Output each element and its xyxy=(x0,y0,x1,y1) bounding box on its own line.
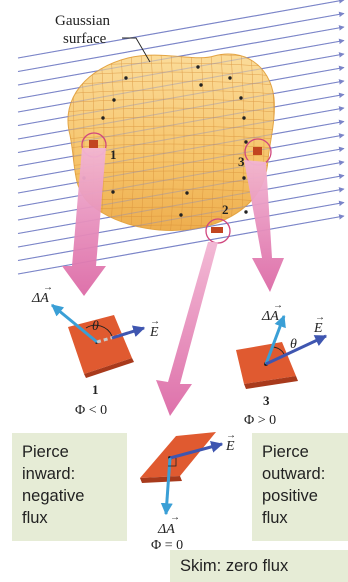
note-outward-line-3: positive xyxy=(262,487,318,505)
panel-flux-1: Φ < 0 xyxy=(75,403,107,418)
area-vector-label-1: ΔA xyxy=(31,291,49,306)
field-vector-label-1: E xyxy=(149,325,159,340)
note-outward: Pierce outward: positive flux xyxy=(252,433,348,541)
pink-arrow-1 xyxy=(62,148,106,296)
field-line xyxy=(17,0,345,59)
field-vector-label-2: E xyxy=(225,439,235,454)
field-line xyxy=(17,161,345,221)
piercing-point xyxy=(185,191,189,195)
field-line xyxy=(17,12,345,73)
field-line xyxy=(17,25,345,86)
pink-arrow-2 xyxy=(156,242,218,416)
patch-panel-1: ΔA → θ E → 1 Φ < 0 xyxy=(31,282,160,418)
field-vector-arrow-2: → xyxy=(226,430,236,441)
note-outward-line-1: Pierce xyxy=(262,443,309,461)
callout-line-1: Gaussian xyxy=(55,13,110,29)
note-inward-line-4: flux xyxy=(22,509,48,527)
area-vector-label-2: ΔA xyxy=(157,522,175,537)
field-line xyxy=(17,53,345,113)
note-outward-line-2: outward: xyxy=(262,465,326,483)
patch-panel-2: E → ΔA → 2 Φ = 0 xyxy=(121,430,236,553)
field-line xyxy=(17,11,345,73)
field-line xyxy=(17,120,345,181)
field-line xyxy=(17,134,345,194)
field-line xyxy=(17,80,345,140)
callout-line-2: surface xyxy=(63,31,107,47)
pink-arrow-3 xyxy=(244,160,284,292)
field-vector-label-3: E xyxy=(313,321,323,336)
note-inward: Pierce inward: negative flux xyxy=(12,433,127,541)
note-inward-line-3: negative xyxy=(22,487,85,505)
piercing-point xyxy=(242,116,246,120)
piercing-point xyxy=(228,76,232,80)
area-vector-label-3: ΔA xyxy=(261,309,279,324)
piercing-point xyxy=(244,210,248,214)
field-line xyxy=(17,26,345,86)
point-label-1: 1 xyxy=(110,147,117,162)
patch-panel-3: ΔA → θ E → 3 Φ > 0 xyxy=(236,300,328,428)
piercing-point xyxy=(179,213,183,217)
piercing-point xyxy=(244,140,248,144)
piercing-point xyxy=(111,190,115,194)
field-line xyxy=(17,147,345,208)
point-label-3: 3 xyxy=(238,154,245,169)
field-line xyxy=(17,107,345,167)
piercing-point xyxy=(239,96,243,100)
field-line xyxy=(17,188,345,248)
panel-flux-2: Φ = 0 xyxy=(151,538,183,553)
theta-label-3: θ xyxy=(290,337,297,352)
note-outward-line-4: flux xyxy=(262,509,288,527)
note-inward-line-1: Pierce xyxy=(22,443,69,461)
piercing-point xyxy=(196,65,200,69)
piercing-point xyxy=(112,98,116,102)
field-line xyxy=(17,66,345,127)
field-line xyxy=(17,201,345,262)
piercing-point xyxy=(242,176,246,180)
piercing-point xyxy=(124,76,128,80)
field-vector-arrow-3: → xyxy=(315,312,325,323)
note-inward-line-2: inward: xyxy=(22,465,76,483)
surface-patches xyxy=(81,132,272,244)
callout-leader xyxy=(122,37,151,63)
theta-label-1: θ xyxy=(92,319,99,334)
field-line xyxy=(17,200,345,262)
panel-flux-3: Φ > 0 xyxy=(244,413,276,428)
field-line xyxy=(17,93,345,154)
area-vector-arrow-3: → xyxy=(273,300,283,311)
field-vector-arrow-1: → xyxy=(150,316,160,327)
area-vector-arrow-2: → xyxy=(170,512,180,523)
piercing-point xyxy=(199,83,203,87)
point-label-2: 2 xyxy=(222,202,229,217)
note-skim-text: Skim: zero flux xyxy=(180,557,289,575)
field-line xyxy=(17,0,345,59)
piercing-point xyxy=(101,116,105,120)
field-line xyxy=(17,174,345,235)
note-skim: Skim: zero flux xyxy=(170,550,348,582)
piercing-points xyxy=(82,65,248,217)
panel-num-1: 1 xyxy=(92,382,99,397)
pink-arrows xyxy=(62,148,284,416)
panel-num-3: 3 xyxy=(263,393,270,408)
field-line xyxy=(17,39,345,100)
area-vector-arrow-1: → xyxy=(43,282,53,293)
